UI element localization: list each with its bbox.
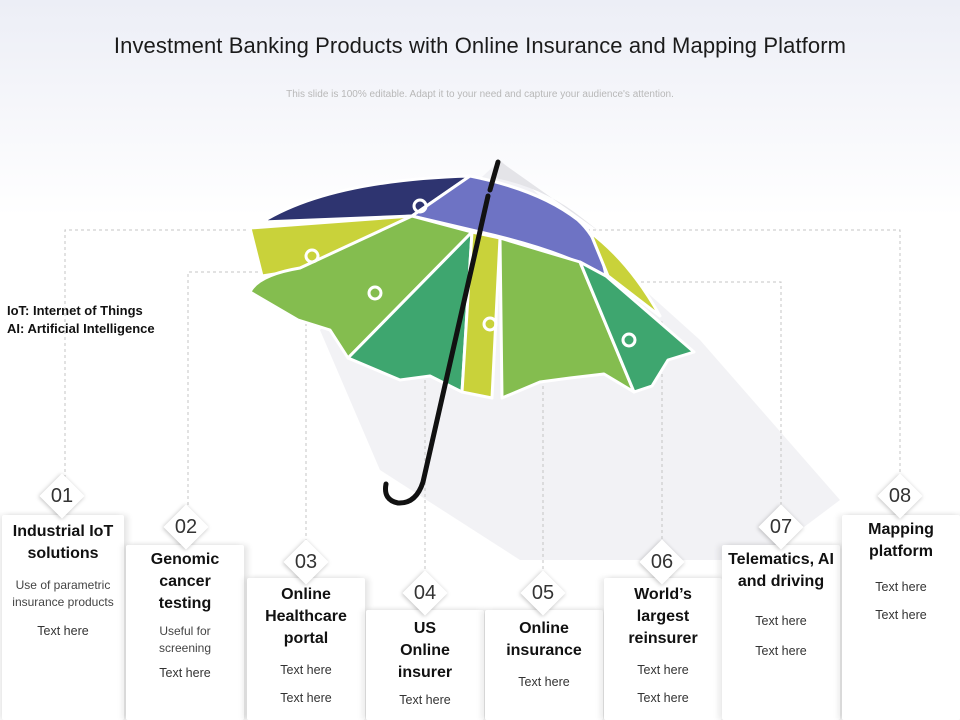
glossary-iot: IoT: Internet of Things bbox=[7, 303, 143, 318]
item-card-05: Online insurance Text here bbox=[485, 610, 603, 720]
item-badge-08: 08 bbox=[877, 473, 923, 519]
canopy-lime-right bbox=[588, 230, 662, 318]
item-badge-04: 04 bbox=[402, 570, 448, 616]
connector-01 bbox=[64, 229, 270, 478]
item-title: Telematics, AI and driving bbox=[728, 551, 834, 590]
item-number: 04 bbox=[413, 582, 437, 604]
item-card-03: Online Healthcare portal Text here Text … bbox=[247, 578, 365, 720]
item-title: Online insurance bbox=[506, 620, 582, 659]
item-number: 05 bbox=[531, 582, 555, 604]
page-subtitle: This slide is 100% editable. Adapt it to… bbox=[286, 89, 674, 100]
page-title: Investment Banking Products with Online … bbox=[113, 33, 847, 58]
item-number: 02 bbox=[174, 516, 198, 538]
item-text: Text here bbox=[637, 691, 689, 705]
item-badge-06: 06 bbox=[639, 539, 685, 585]
item-text: Text here bbox=[518, 675, 570, 689]
item-number: 08 bbox=[888, 485, 912, 507]
item-number: 03 bbox=[294, 551, 318, 573]
item-title: World’s largest reinsurer bbox=[628, 586, 698, 647]
item-number: 06 bbox=[650, 551, 674, 573]
item-card-01: Industrial IoT solutions Use of parametr… bbox=[2, 515, 124, 720]
glossary: IoT: Internet of Things AI: Artificial I… bbox=[7, 302, 155, 338]
umbrella-handle bbox=[383, 159, 501, 506]
item-number: 07 bbox=[769, 516, 793, 538]
item-title: US Online insurer bbox=[397, 620, 453, 681]
item-description: Use of parametric insurance products bbox=[12, 578, 114, 609]
connector-08 bbox=[520, 229, 901, 478]
umbrella-shaft bbox=[383, 193, 491, 506]
item-badge-01: 01 bbox=[39, 473, 85, 519]
item-card-07: Telematics, AI and driving Text here Tex… bbox=[722, 545, 840, 720]
item-badge-03: 03 bbox=[283, 539, 329, 585]
item-badge-05: 05 bbox=[520, 570, 566, 616]
item-card-06: World’s largest reinsurer Text here Text… bbox=[604, 578, 722, 720]
knob-4 bbox=[482, 316, 498, 332]
item-title: Industrial IoT solutions bbox=[12, 523, 114, 562]
item-number: 01 bbox=[50, 485, 74, 507]
connector-07 bbox=[640, 281, 782, 505]
puzzle-knobs bbox=[304, 198, 637, 348]
knob-2 bbox=[304, 248, 320, 264]
knob-1 bbox=[412, 198, 428, 214]
umbrella-canopy bbox=[248, 160, 696, 400]
item-badge-07: 07 bbox=[758, 504, 804, 550]
item-title: Mapping platform bbox=[868, 521, 934, 560]
item-text: Text here bbox=[399, 693, 451, 707]
item-text: Text here bbox=[159, 666, 211, 680]
canopy-gray-top bbox=[495, 160, 600, 232]
item-text: Text here bbox=[755, 644, 807, 658]
item-description: Useful for screening bbox=[158, 624, 212, 655]
item-text: Text here bbox=[875, 608, 927, 622]
item-card-04: US Online insurer Text here bbox=[366, 610, 484, 720]
glossary-ai: AI: Artificial Intelligence bbox=[7, 321, 155, 336]
item-text: Text here bbox=[875, 580, 927, 594]
item-text: Text here bbox=[280, 691, 332, 705]
knob-3 bbox=[367, 285, 383, 301]
item-text: Text here bbox=[37, 624, 89, 638]
knob-5 bbox=[621, 332, 637, 348]
item-badge-02: 02 bbox=[163, 504, 209, 550]
item-card-02: Genomic cancer testing Useful for screen… bbox=[126, 545, 244, 720]
item-title: Online Healthcare portal bbox=[265, 586, 347, 647]
umbrella-tip bbox=[487, 159, 501, 193]
canopy-teal-right bbox=[578, 260, 696, 394]
item-text: Text here bbox=[755, 614, 807, 628]
item-card-08: Mapping platform Text here Text here bbox=[842, 515, 960, 720]
item-text: Text here bbox=[280, 663, 332, 677]
item-text: Text here bbox=[637, 663, 689, 677]
item-title: Genomic cancer testing bbox=[150, 551, 220, 612]
canopy-green-left bbox=[248, 214, 474, 360]
